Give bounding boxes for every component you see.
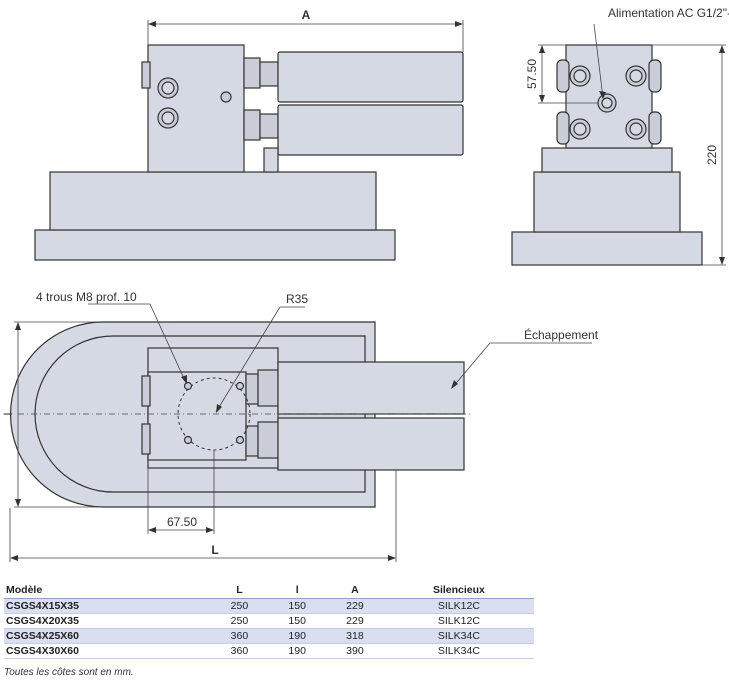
trous-label: 4 trous M8 prof. 10: [36, 290, 137, 304]
top-fitting: [245, 425, 259, 457]
dim-220-label: 220: [705, 145, 719, 165]
front-post: [263, 147, 279, 173]
alimentation-leader: [593, 23, 604, 99]
front-fitting-top: [243, 57, 261, 89]
side-cap: [648, 59, 662, 93]
cell-silencieux: SILK34C: [383, 643, 534, 659]
side-suction-body: [533, 171, 681, 233]
screw-head-inner: [161, 111, 175, 125]
header-L: L: [210, 582, 269, 599]
spec-table: Modèle L l A Silencieux CSGS4X15X35 250 …: [4, 582, 534, 659]
cell-L: 250: [210, 598, 269, 614]
top-valve-block: [147, 371, 247, 461]
echappement-label: Échappement: [524, 327, 599, 342]
table-row: CSGS4X25X60 360 190 318 SILK34C: [4, 628, 534, 644]
front-ejector-bottom: [277, 104, 464, 156]
front-nut-bottom: [259, 113, 279, 139]
technical-drawing: A Alimentation AC G1/2"-F 57.50: [1, 6, 729, 562]
dim-5750-label: 57.50: [525, 59, 539, 89]
cell-silencieux: SILK34C: [383, 628, 534, 644]
top-ejector-bottom: [277, 417, 465, 471]
r35-label: R35: [286, 292, 308, 306]
header-A: A: [326, 582, 384, 599]
side-cap: [648, 111, 662, 145]
echappement-leader: [451, 342, 491, 389]
top-fitting: [245, 373, 259, 405]
cell-silencieux: SILK12C: [383, 598, 534, 614]
table-row: CSGS4X15X35 250 150 229 SILK12C: [4, 598, 534, 614]
cell-silencieux: SILK12C: [383, 613, 534, 629]
header-l: l: [268, 582, 327, 599]
front-base-plate: [34, 229, 396, 261]
header-silencieux: Silencieux: [383, 582, 534, 599]
side-upper-body: [541, 147, 673, 173]
cell-A: 229: [326, 613, 384, 629]
dim-L-label: L: [211, 543, 218, 557]
side-base-plate: [511, 231, 703, 266]
front-side-port: [141, 61, 151, 89]
top-ejector-top: [277, 361, 465, 415]
m8-hole: [183, 381, 193, 391]
trous-leader: [149, 303, 187, 384]
front-suction-body: [49, 171, 377, 231]
cell-modele: CSGS4X20X35: [4, 613, 211, 629]
m8-hole: [183, 435, 193, 445]
dim-a-label: A: [302, 8, 311, 22]
cell-l: 150: [268, 613, 327, 629]
units-note: Toutes les côtes sont en mm.: [4, 667, 134, 678]
top-nut: [257, 421, 279, 459]
m8-hole: [235, 381, 245, 391]
cell-A: 229: [326, 598, 384, 614]
top-side-port: [141, 423, 151, 455]
top-side-port: [141, 375, 151, 407]
table-header-row: Modèle L l A Silencieux: [4, 582, 534, 599]
cell-A: 390: [326, 643, 384, 659]
front-view: A: [34, 8, 464, 261]
cell-L: 360: [210, 643, 269, 659]
alimentation-label: Alimentation AC G1/2"-F: [608, 6, 729, 20]
cell-L: 360: [210, 628, 269, 644]
cell-l: 190: [268, 643, 327, 659]
front-nut-top: [259, 61, 279, 87]
side-cap: [556, 59, 570, 93]
r35-leader: [215, 306, 281, 413]
header-modele: Modèle: [4, 582, 211, 599]
m8-hole: [235, 435, 245, 445]
dim-6750-label: 67.50: [167, 515, 197, 529]
cell-l: 190: [268, 628, 327, 644]
front-fitting-bottom: [243, 109, 261, 141]
side-view: Alimentation AC G1/2"-F 57.50 220: [511, 6, 729, 266]
cell-A: 318: [326, 628, 384, 644]
screw-head-inner: [161, 81, 175, 95]
cell-modele: CSGS4X25X60: [4, 628, 211, 644]
top-nut: [257, 369, 279, 407]
plug-screw: [220, 91, 232, 103]
cell-L: 250: [210, 613, 269, 629]
table-row: CSGS4X30X60 360 190 390 SILK34C: [4, 643, 534, 659]
front-ejector-top: [277, 51, 464, 103]
top-view: 4 trous M8 prof. 10 R35 Échappement l 67…: [1, 290, 599, 562]
side-cap: [556, 111, 570, 145]
cell-modele: CSGS4X30X60: [4, 643, 211, 659]
dim-l-label: l: [1, 413, 15, 416]
table-row: CSGS4X20X35 250 150 229 SILK12C: [4, 613, 534, 629]
cell-l: 150: [268, 598, 327, 614]
front-valve-block: [147, 44, 245, 173]
cell-modele: CSGS4X15X35: [4, 598, 211, 614]
